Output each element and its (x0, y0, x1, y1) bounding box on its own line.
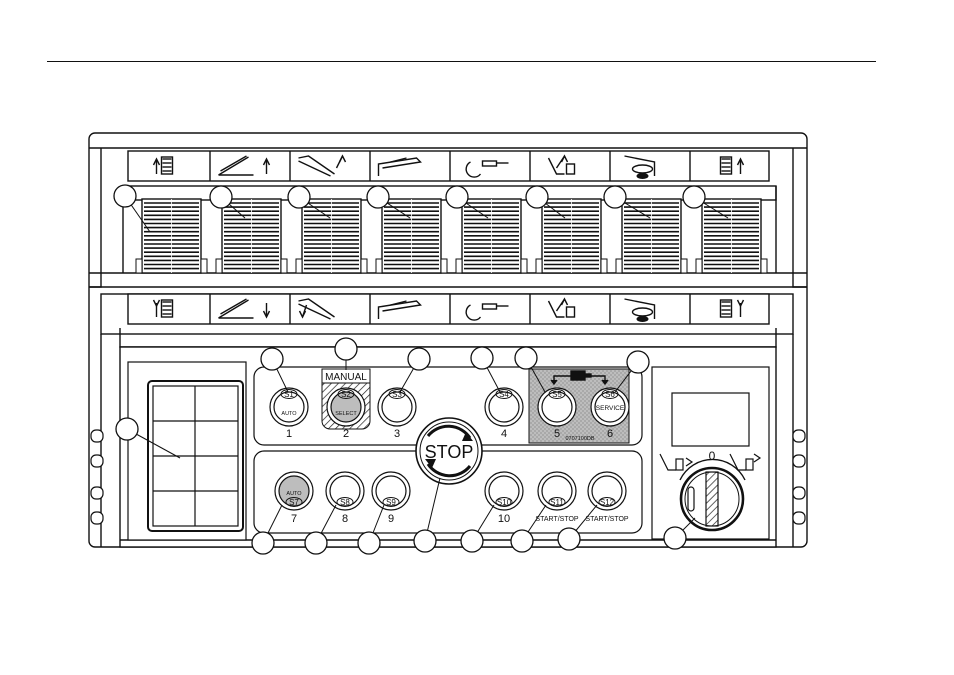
button-number: 8 (342, 513, 348, 525)
button-sub-label: AUTO (281, 411, 297, 417)
lever-3[interactable] (296, 199, 367, 273)
button-number: 3 (394, 428, 400, 440)
dial-center-mark: 0 (709, 449, 716, 463)
button-sub-label: SERVICE (596, 405, 625, 412)
function-icon-strip-up (128, 151, 769, 181)
button-sub-label: START/STOP (585, 516, 629, 523)
display-window (128, 362, 246, 540)
button-number: 4 (501, 428, 507, 440)
stop-button[interactable]: STOP (416, 418, 482, 484)
lever-4[interactable] (376, 199, 447, 273)
lever-8[interactable] (696, 199, 767, 273)
function-icon-strip-down (128, 294, 769, 324)
stop-label: STOP (425, 442, 474, 462)
lever-1[interactable] (136, 199, 207, 273)
button-number: 2 (343, 428, 349, 440)
button-number: 7 (291, 513, 297, 525)
status-screen (672, 393, 749, 446)
button-sub-label: START/STOP (535, 516, 579, 523)
lever-7[interactable] (616, 199, 687, 273)
key-switch-panel: 0 (652, 367, 769, 539)
key-switch[interactable] (681, 468, 743, 530)
manual-label: MANUAL (325, 372, 367, 383)
button-number: 10 (498, 513, 510, 525)
lever-2[interactable] (216, 199, 287, 273)
button-sub-label: AUTO (286, 491, 302, 497)
button-number: 6 (607, 428, 613, 440)
lever-5[interactable] (456, 199, 527, 273)
button-number: 9 (388, 513, 394, 525)
lever-6[interactable] (536, 199, 607, 273)
button-sub-label: SELECT (335, 411, 357, 417)
button-number: 5 (554, 428, 560, 440)
part-code: 0707100DB (565, 436, 594, 442)
button-number: 1 (286, 428, 292, 440)
